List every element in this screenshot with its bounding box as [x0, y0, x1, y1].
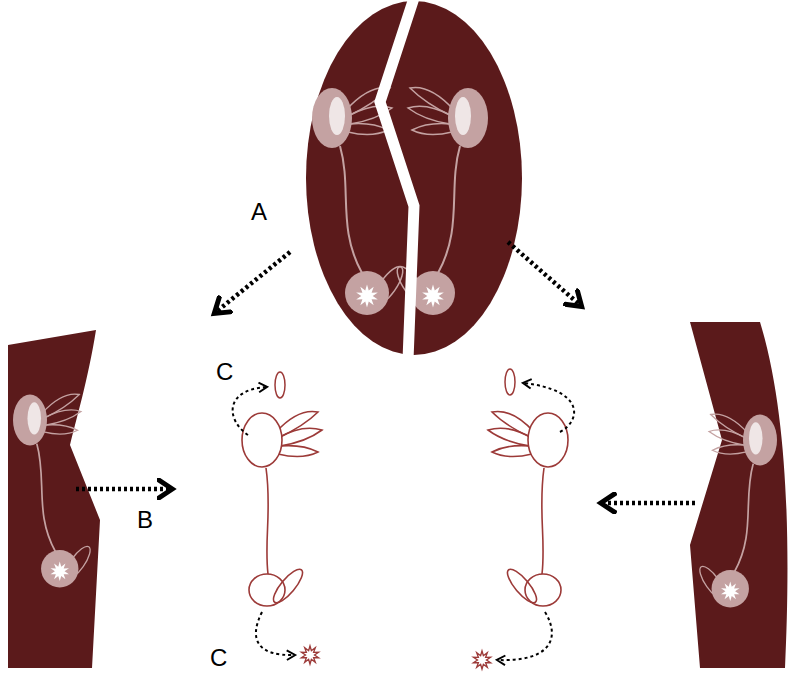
embryo	[696, 414, 777, 607]
step-letter: A	[251, 200, 267, 224]
embryo	[312, 87, 408, 315]
embryo-outline	[242, 411, 322, 606]
step-letter: C	[210, 646, 227, 670]
process-arrow	[216, 252, 290, 312]
release-arrow	[498, 612, 552, 660]
release-arrow	[233, 387, 266, 435]
process-arrow	[508, 242, 580, 305]
release-arrow	[256, 612, 294, 655]
detached-part	[473, 651, 490, 669]
step-letter: B	[137, 508, 153, 532]
seed-fragment	[690, 322, 787, 668]
process-arrow	[76, 487, 170, 492]
detached-part	[275, 372, 285, 398]
seed-crack	[380, 0, 414, 360]
detached-part	[301, 646, 318, 664]
process-arrow	[603, 501, 695, 506]
seed-fragment	[8, 330, 100, 668]
release-arrow	[524, 383, 574, 432]
detached-part	[505, 369, 515, 395]
embryo-outline	[488, 411, 568, 606]
step-letter: C	[216, 360, 233, 384]
